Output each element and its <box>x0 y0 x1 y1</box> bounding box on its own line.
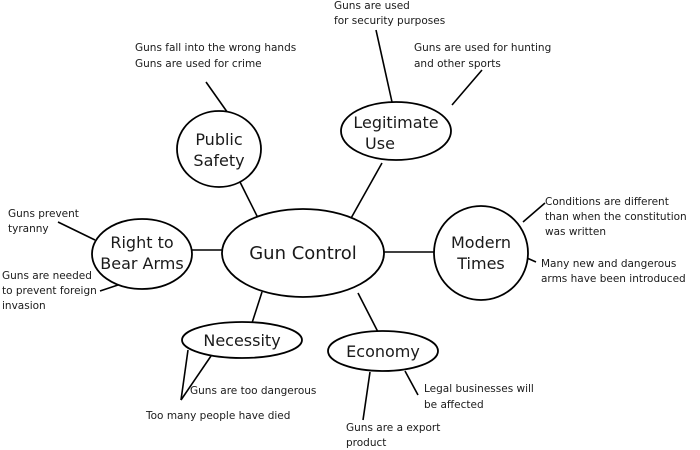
link-necessity-died-note <box>180 355 212 401</box>
node-necessity-label: Necessity <box>203 331 280 350</box>
note-public-safety-line-2: Guns are used for crime <box>135 58 262 70</box>
note-modern-conditions: Conditions are different than when the c… <box>545 196 687 238</box>
node-legitimate-use: Legitimate Use <box>340 101 452 161</box>
note-rights-foreign: Guns are needed to prevent foreign invas… <box>2 270 97 312</box>
node-public-safety-line-1: Public <box>195 130 242 149</box>
note-modern-conditions-line-2: than when the constitution <box>545 211 687 223</box>
node-economy-label: Economy <box>346 342 420 361</box>
note-rights-tyranny-line-1: Guns prevent <box>8 208 79 220</box>
note-modern-arms: Many new and dangerous arms have been in… <box>541 258 686 285</box>
note-public-safety-line-1: Guns fall into the wrong hands <box>135 42 296 54</box>
node-right-to-bear-arms-line-1: Right to <box>110 233 173 252</box>
node-legitimate-use-line-2: Use <box>365 134 395 153</box>
note-necessity-died: Too many people have died <box>145 410 290 422</box>
center-label: Gun Control <box>249 243 357 264</box>
note-economy-business-line-2: be affected <box>424 399 484 411</box>
note-modern-conditions-line-1: Conditions are different <box>545 196 669 208</box>
note-modern-arms-line-1: Many new and dangerous <box>541 258 676 270</box>
note-necessity-dangerous-line-1: Guns are too dangerous <box>190 385 316 397</box>
node-modern-times-line-2: Times <box>456 254 505 273</box>
note-rights-foreign-line-2: to prevent foreign <box>2 285 97 297</box>
node-public-safety-line-2: Safety <box>193 151 244 170</box>
link-center-necessity <box>251 291 263 324</box>
note-public-safety: Guns fall into the wrong hands Guns are … <box>135 42 296 70</box>
node-legitimate-use-line-1: Legitimate <box>353 113 438 132</box>
link-economy-business-note <box>404 370 419 396</box>
node-right-to-bear-arms-line-2: Bear Arms <box>100 254 183 273</box>
note-necessity-died-line-1: Too many people have died <box>145 410 290 422</box>
note-rights-tyranny: Guns prevent tyranny <box>8 208 79 235</box>
note-necessity-dangerous: Guns are too dangerous <box>190 385 316 397</box>
note-economy-export: Guns are a export product <box>346 422 440 449</box>
note-legitimate-hunting: Guns are used for hunting and other spor… <box>414 42 551 70</box>
link-modern-conditions-note <box>522 202 546 223</box>
node-center: Gun Control <box>221 208 385 298</box>
link-economy-export-note <box>362 371 371 421</box>
link-rights-tyranny-note <box>57 221 96 241</box>
node-modern-times-line-1: Modern <box>451 233 511 252</box>
link-legitimate-hunting-note <box>451 69 483 106</box>
link-legitimate-security-note <box>375 29 393 103</box>
note-modern-conditions-line-3: was written <box>545 226 606 238</box>
note-economy-export-line-2: product <box>346 437 386 449</box>
note-economy-business: Legal businesses will be affected <box>424 383 534 411</box>
note-legitimate-security-line-2: for security purposes <box>334 15 445 27</box>
connector-lines <box>57 29 546 421</box>
note-rights-foreign-line-3: invasion <box>2 300 46 312</box>
note-legitimate-security: Guns are used for security purposes <box>334 0 445 27</box>
note-legitimate-hunting-line-2: and other sports <box>414 58 501 70</box>
note-legitimate-security-line-1: Guns are used <box>334 0 410 12</box>
node-economy: Economy <box>327 330 439 372</box>
note-economy-export-line-1: Guns are a export <box>346 422 440 434</box>
link-necessity-dangerous-note <box>180 349 189 401</box>
note-modern-arms-line-2: arms have been introduced <box>541 273 686 285</box>
link-center-legitimate-use <box>349 162 383 221</box>
node-public-safety: Public Safety <box>176 110 262 188</box>
link-center-economy <box>357 292 379 333</box>
note-economy-business-line-1: Legal businesses will <box>424 383 534 395</box>
link-center-public-safety <box>239 181 259 219</box>
link-public-safety-note <box>205 81 231 117</box>
node-necessity: Necessity <box>181 321 303 359</box>
note-rights-tyranny-line-2: tyranny <box>8 223 49 235</box>
note-legitimate-hunting-line-1: Guns are used for hunting <box>414 42 551 54</box>
node-right-to-bear-arms: Right to Bear Arms <box>91 218 193 290</box>
link-rights-foreign-note <box>99 284 119 292</box>
note-rights-foreign-line-1: Guns are needed <box>2 270 92 282</box>
node-modern-times: Modern Times <box>433 205 529 301</box>
